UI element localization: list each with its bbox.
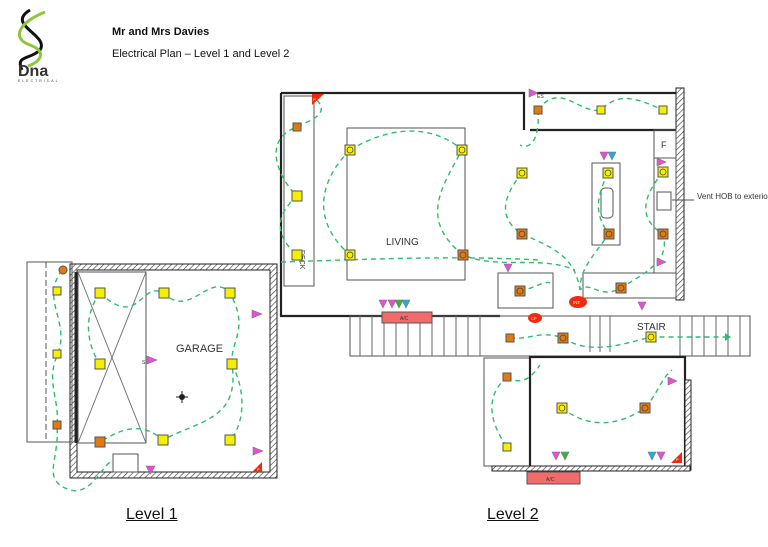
power-point-icon xyxy=(251,309,263,319)
panel-label: P xyxy=(676,457,679,462)
electrical-panel-icon xyxy=(671,452,682,463)
downlight-icon xyxy=(291,105,669,452)
rug-outline xyxy=(346,127,466,281)
lower-room xyxy=(528,355,687,469)
arrow-icon xyxy=(725,333,731,341)
es-label: ES xyxy=(537,94,544,100)
cooktop-icon xyxy=(656,191,672,211)
level-1-label: Level 1 xyxy=(126,506,178,523)
power-point-icon xyxy=(252,446,264,456)
intercom-label: INT xyxy=(573,300,581,305)
power-point-icon xyxy=(146,355,158,365)
kitchen-island xyxy=(591,162,621,246)
ac-lower-label: A/C xyxy=(546,477,555,483)
car-space xyxy=(77,271,147,444)
level-2-label: Level 2 xyxy=(487,506,539,523)
switch-label: S xyxy=(142,360,146,366)
living-label: LIVING xyxy=(386,237,419,248)
panel-label: P xyxy=(313,97,316,102)
tv-point-icon xyxy=(394,299,570,461)
ac-unit-upper xyxy=(381,311,433,324)
svg-text:ELECTRICAL: ELECTRICAL xyxy=(18,79,60,83)
client-name: Mr and Mrs Davies xyxy=(112,26,210,38)
laundry-tub xyxy=(112,453,139,473)
electrical-panel-icon xyxy=(252,462,262,472)
laundry xyxy=(582,272,677,299)
panel-label: P xyxy=(257,467,260,472)
stair-label: STAIR xyxy=(637,322,666,333)
power-point-icon xyxy=(378,88,678,461)
electrical-panel-icon xyxy=(312,94,324,105)
exterior-light-icon xyxy=(52,265,106,448)
data-point-icon xyxy=(401,151,657,461)
dna-logo: Dna ELECTRICAL xyxy=(17,8,60,83)
stair-treads xyxy=(359,316,741,356)
exterior-wall xyxy=(675,87,685,301)
deck-area xyxy=(283,95,315,287)
control-panel-icon xyxy=(528,313,542,323)
smoke-detector-icon xyxy=(176,391,188,403)
ac-unit-lower xyxy=(526,471,581,485)
downlight-icon xyxy=(52,286,238,446)
level-2-walls xyxy=(279,91,676,318)
level-2-plan: DECK LIVING F Vent HOB to exterior ES ST… xyxy=(275,87,768,485)
vent-note-line1: Vent HOB to exterior xyxy=(697,192,768,201)
ac-upper-label: A/C xyxy=(400,316,409,322)
pendant-light-icon xyxy=(292,105,669,414)
level-1-plan: GARAGE S P xyxy=(26,261,278,492)
intercom-icon xyxy=(569,296,587,308)
side-path xyxy=(26,261,73,443)
powder-room xyxy=(497,272,554,309)
garage-label: GARAGE xyxy=(176,343,223,355)
control-panel-label: CP xyxy=(531,316,537,321)
sink-icon xyxy=(600,187,614,219)
svg-text:Dna: Dna xyxy=(18,63,48,80)
fridge-label: F xyxy=(661,140,667,150)
plan-subtitle: Electrical Plan – Level 1 and Level 2 xyxy=(112,48,290,60)
power-point-icon xyxy=(145,465,156,475)
